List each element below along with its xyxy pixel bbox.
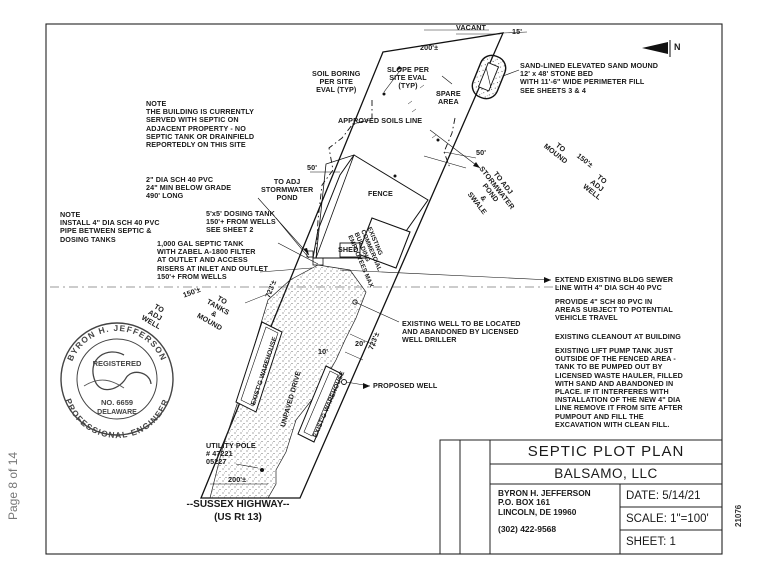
proposed-well-marker — [341, 379, 347, 385]
fence-label: FENCE — [368, 189, 393, 198]
engineer-phone: (302) 422-9568 — [498, 524, 557, 534]
shed — [339, 242, 361, 258]
utility-pole-marker — [260, 468, 264, 472]
dim-10: 10' — [318, 347, 329, 356]
sheet-field: SHEET: 1 — [626, 536, 676, 548]
page-label: Page 8 of 14 — [6, 451, 20, 520]
existing-cleanout-note: EXISTING CLEANOUT AT BUILDING — [555, 332, 681, 341]
dim-20: 20' — [355, 339, 366, 348]
warehouse-right — [297, 365, 343, 443]
engineer-seal: BYRON H. JEFFERSON PROFESSIONAL ENGINEER… — [60, 322, 174, 440]
drawing-border — [45, 23, 723, 555]
sand-mound — [471, 54, 507, 100]
scale-field: SCALE: 1"=100' — [626, 513, 709, 525]
seal-registered: REGISTERED — [93, 359, 142, 368]
approved-soils-line — [315, 100, 456, 261]
client-name: BALSAMO, LLC — [554, 466, 658, 481]
shed-label: SHED — [338, 245, 359, 254]
engineer-address: BYRON H. JEFFERSON P.O. BOX 161 LINCOLN,… — [498, 488, 591, 517]
road-route: (US Rt 13) — [214, 512, 262, 523]
warehouse-left — [235, 321, 283, 413]
date-field: DATE: 5/14/21 — [626, 490, 701, 502]
dim-50-left: 50' — [307, 163, 318, 172]
north-label: N — [674, 42, 681, 52]
dosing-tank — [306, 250, 314, 258]
road-name: --SUSSEX HIGHWAY-- — [186, 499, 290, 510]
septic-tank — [312, 257, 324, 266]
proposed-well-label: PROPOSED WELL — [373, 381, 438, 390]
dim-50-right: 50' — [476, 148, 487, 157]
dim-200-top: 200'± — [420, 43, 439, 52]
dim-15: 15' — [512, 27, 523, 36]
document-number: 21076 — [734, 504, 743, 527]
existing-well-marker — [352, 299, 358, 305]
approved-soils-label: APPROVED SOILS LINE — [338, 116, 423, 125]
soil-boring-marker — [382, 92, 386, 96]
dim-200-bottom: 200'± — [228, 475, 247, 484]
vacant-label: VACANT — [456, 23, 487, 32]
drawing-title: SEPTIC PLOT PLAN — [527, 443, 685, 460]
seal-number: NO. 6659 — [101, 398, 133, 407]
title-block — [439, 439, 723, 555]
north-arrow — [642, 40, 671, 57]
existing-building — [357, 217, 411, 269]
seal-state: DELAWARE — [97, 409, 137, 416]
